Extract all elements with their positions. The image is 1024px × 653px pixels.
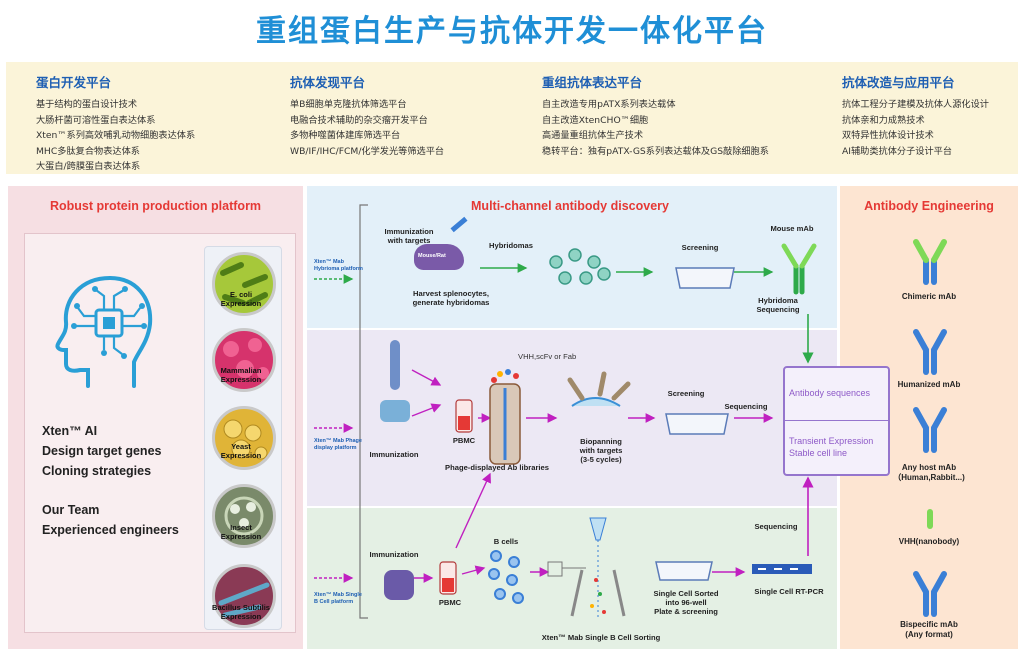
platform-item: 大肠杆菌可溶性蛋白表达体系 (36, 114, 156, 126)
page-title: 重组蛋白生产与抗体开发一体化平台 (256, 14, 768, 49)
platform-column-engineering: 抗体改造与应用平台 抗体工程分子建模及抗体人源化设计 抗体亲和力成熟技术 双特异… (842, 72, 989, 159)
bacillus-subtilis-image (212, 564, 276, 628)
b-cells-label: B cells (493, 537, 519, 546)
phage-immunization-label: Immunization (369, 450, 419, 459)
platform-item: 自主改造XtenCHO™细胞 (542, 114, 649, 126)
platform-item: 抗体工程分子建模及抗体人源化设计 (842, 99, 989, 110)
human-icon (390, 340, 400, 390)
insect-cell-image (212, 484, 276, 548)
harvest-label: Harvest splenocytes,generate hybridomas (412, 289, 490, 307)
engineering-label: VHH(nanobody) (898, 537, 960, 546)
platform-item: 双特异性抗体设计技术 (842, 130, 934, 142)
platform-column-protein: 蛋白开发平台 基于结构的蛋白设计技术 大肠杆菌可溶性蛋白表达体系 Xten™系列… (36, 72, 195, 175)
antibody-output-box: Antibody sequences Transient Expression … (783, 366, 890, 476)
protein-platform-title: Robust protein production platform (49, 199, 262, 213)
phage-screening-label: Screening (667, 389, 705, 398)
engineered-antibody-icons (913, 239, 947, 617)
platform-item: 基于结构的蛋白设计技术 (36, 99, 138, 110)
yeast-image (212, 406, 276, 470)
mouse-mab-label: Mouse mAb (770, 224, 814, 233)
engineering-label: Any host mAb（Human,Rabbit...) (893, 463, 965, 482)
single-b-sorting-label: Xten™ Mab Single B Cell Sorting (541, 633, 661, 642)
engineering-label: Chimeric mAb (901, 292, 957, 301)
ai-line: Cloning strategies (42, 464, 152, 478)
platform-heading: 抗体改造与应用平台 (842, 75, 955, 90)
antibody-discovery-title: Multi-channel antibody discovery (471, 199, 669, 213)
team-line: Experienced engineers (42, 523, 179, 537)
mammalian-cell-image (212, 328, 276, 392)
output-transient: Transient Expression (789, 436, 874, 446)
output-stable: Stable cell line (789, 448, 848, 458)
platform-item: Xten™系列高效哺乳动物细胞表达体系 (36, 130, 196, 142)
hybridomas-label: Hybridomas (489, 241, 533, 250)
engineering-label: Bispecific mAb(Any format) (900, 620, 958, 639)
ecoli-image (212, 252, 276, 316)
ai-line: Design target genes (42, 444, 162, 458)
sbc-pbmc-label: PBMC (438, 598, 462, 607)
platform-item: 高通量重组抗体生产技术 (542, 130, 644, 142)
engineering-label: Humanized mAb (897, 380, 961, 389)
platform-item: 稳转平台：独有pATX-GS系列表达载体及GS敲除细胞系 (542, 145, 769, 157)
animals-icon (384, 570, 414, 600)
team-line: Our Team (42, 503, 100, 517)
platform-item: 自主改造专用pATX系列表达载体 (542, 99, 676, 110)
antibody-formats-label: VHH,scFv or Fab (518, 352, 577, 361)
sbc-immunization-label: Immunization (369, 550, 419, 559)
output-sequences: Antibody sequences (789, 388, 871, 398)
engineering-title: Antibody Engineering (864, 199, 994, 213)
platform-item: 单B细胞单克隆抗体筛选平台 (290, 99, 407, 110)
pbmc-label: PBMC (452, 436, 476, 445)
platform-item: AI辅助类抗体分子设计平台 (842, 145, 953, 157)
phage-sequencing-label: Sequencing (724, 402, 768, 411)
mouse-image (414, 244, 464, 270)
platform-item: 电融合技术辅助的杂交瘤开发平台 (290, 114, 428, 126)
sbc-sequencing-label: Sequencing (754, 522, 798, 531)
platform-item: WB/IF/IHC/FCM/化学发光等筛选平台 (290, 145, 445, 157)
platform-column-discovery: 抗体发现平台 单B细胞单克隆抗体筛选平台 电融合技术辅助的杂交瘤开发平台 多物种… (290, 72, 444, 159)
platform-heading: 蛋白开发平台 (36, 75, 112, 90)
platform-item: MHC多肽复合物表达体系 (36, 145, 140, 157)
animals-icon (380, 400, 410, 422)
platform-item: 多物种噬菌体建库筛选平台 (290, 130, 401, 142)
platform-heading: 抗体发现平台 (290, 75, 366, 90)
platform-heading: 重组抗体表达平台 (542, 75, 643, 90)
platform-item: 抗体亲和力成熟技术 (842, 114, 925, 126)
rt-pcr-label: Single Cell RT-PCR (754, 587, 824, 596)
platform-item: 大蛋白/跨膜蛋白表达体系 (36, 161, 141, 173)
screening-label: Screening (681, 243, 719, 252)
platform-column-expression: 重组抗体表达平台 自主改造专用pATX系列表达载体 自主改造XtenCHO™细胞… (542, 72, 769, 159)
phage-library-label: Phage-displayed Ab libraries (445, 463, 549, 472)
platform-summary-bar: 蛋白开发平台 基于结构的蛋白设计技术 大肠杆菌可溶性蛋白表达体系 Xten™系列… (6, 62, 1018, 174)
ai-brain-head-icon (55, 276, 153, 388)
mouse-label: Mouse/Rat (418, 253, 446, 259)
ai-line: Xten™ AI (42, 424, 98, 438)
